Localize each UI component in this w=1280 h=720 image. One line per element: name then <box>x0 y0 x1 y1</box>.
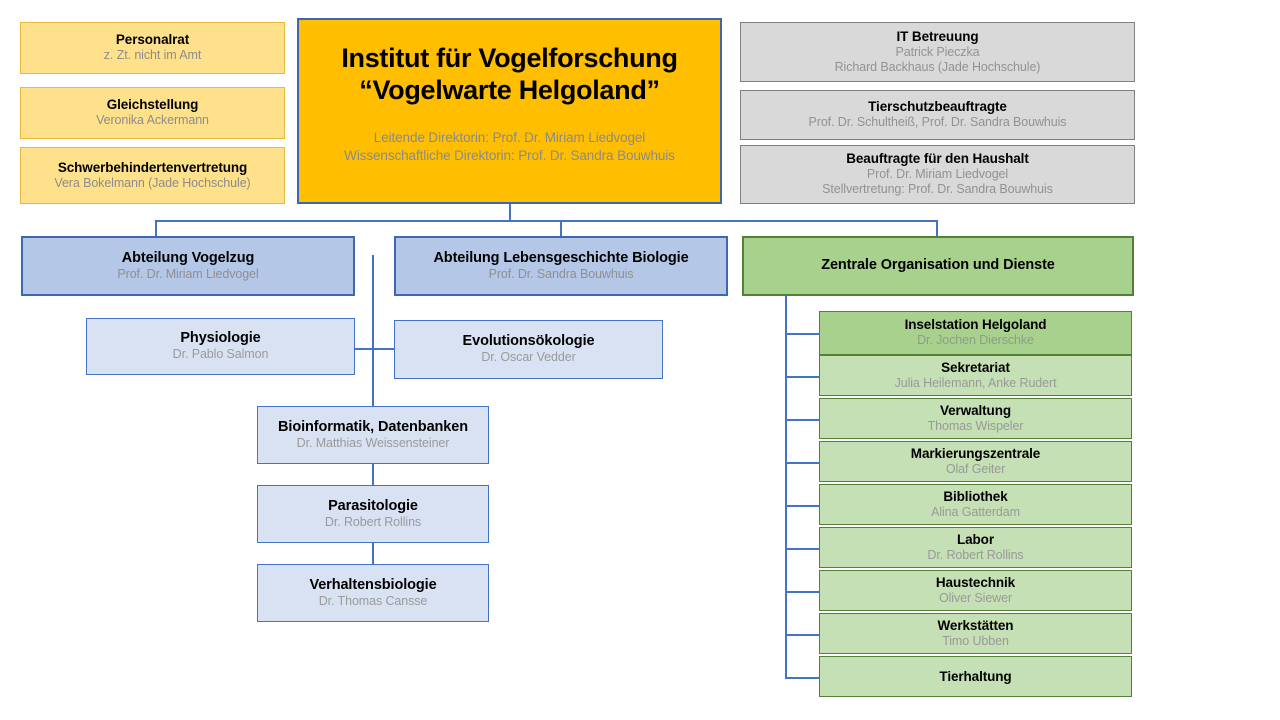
node-subtitle: Patrick Pieczka <box>895 44 980 59</box>
node-subtitle: Prof. Dr. Schultheiß, Prof. Dr. Sandra B… <box>808 115 1067 130</box>
node-title: Beauftragte für den Haushalt <box>846 151 1029 167</box>
connector-drop-lebensgeschichte <box>560 220 562 237</box>
node-title: Parasitologie <box>328 497 418 514</box>
root-subtitle-line2: Wissenschaftliche Direktorin: Prof. Dr. … <box>344 148 675 163</box>
node-subtitle: Olaf Geiter <box>945 461 1006 476</box>
node-werkstaetten[interactable]: Werkstätten Timo Ubben <box>819 613 1132 654</box>
connector-stub-evolutionsoekologie <box>372 348 394 350</box>
node-subtitle: Timo Ubben <box>942 633 1009 648</box>
node-physiologie[interactable]: Physiologie Dr. Pablo Salmon <box>86 318 355 375</box>
node-evolutionsoekologie[interactable]: Evolutionsökologie Dr. Oscar Vedder <box>394 320 663 379</box>
node-subtitle: Dr. Thomas Cansse <box>318 593 428 608</box>
node-title: Personalrat <box>115 32 190 48</box>
node-it-betreuung[interactable]: IT Betreuung Patrick Pieczka Richard Bac… <box>740 22 1135 82</box>
node-title: Abteilung Lebensgeschichte Biologie <box>433 249 689 266</box>
node-gleichstellung[interactable]: Gleichstellung Veronika Ackermann <box>20 87 285 139</box>
node-haustechnik[interactable]: Haustechnik Oliver Siewer <box>819 570 1132 611</box>
node-parasitologie[interactable]: Parasitologie Dr. Robert Rollins <box>257 485 489 543</box>
node-subtitle: Prof. Dr. Miriam Liedvogel <box>866 167 1009 182</box>
node-inselstation-helgoland[interactable]: Inselstation Helgoland Dr. Jochen Diersc… <box>819 311 1132 355</box>
node-title: Sekretariat <box>941 359 1010 375</box>
connector-stub-inselstation <box>785 333 820 335</box>
node-subtitle: z. Zt. nicht im Amt <box>103 48 202 63</box>
node-subtitle: Prof. Dr. Miriam Liedvogel <box>117 266 259 281</box>
node-subtitle: Veronika Ackermann <box>96 113 209 128</box>
connector-stub-markierungszentrale <box>785 462 820 464</box>
node-bibliothek[interactable]: Bibliothek Alina Gatterdam <box>819 484 1132 525</box>
node-title: Inselstation Helgoland <box>904 317 1047 333</box>
node-subtitle: Dr. Matthias Weissensteiner <box>296 435 450 450</box>
node-sekretariat[interactable]: Sekretariat Julia Heilemann, Anke Rudert <box>819 355 1132 396</box>
connector-stub-verwaltung <box>785 419 820 421</box>
node-subtitle-2: Richard Backhaus (Jade Hochschule) <box>834 59 1041 74</box>
node-title: Verwaltung <box>939 402 1011 418</box>
node-subtitle: Dr. Robert Rollins <box>324 514 422 529</box>
node-title: Physiologie <box>180 330 261 347</box>
node-tierschutzbeauftragte[interactable]: Tierschutzbeauftragte Prof. Dr. Schulthe… <box>740 90 1135 140</box>
node-subtitle: Dr. Pablo Salmon <box>172 347 269 362</box>
node-beauftragte-haushalt[interactable]: Beauftragte für den Haushalt Prof. Dr. M… <box>740 145 1135 204</box>
node-title: Werkstätten <box>937 617 1014 633</box>
node-abteilung-vogelzug[interactable]: Abteilung Vogelzug Prof. Dr. Miriam Lied… <box>21 236 355 296</box>
connector-stub-labor <box>785 548 820 550</box>
node-subtitle: Oliver Siewer <box>938 590 1013 605</box>
node-subtitle: Alina Gatterdam <box>931 504 1020 519</box>
node-zentrale-organisation-dienste[interactable]: Zentrale Organisation und Dienste <box>742 236 1134 296</box>
connector-stub-werkstaetten <box>785 634 820 636</box>
node-title: Zentrale Organisation und Dienste <box>821 257 1055 274</box>
node-subtitle: Dr. Oscar Vedder <box>481 350 576 365</box>
node-title: Haustechnik <box>935 574 1016 590</box>
node-title: Markierungszentrale <box>910 445 1041 461</box>
connector-root-drop <box>509 203 511 221</box>
node-title: Gleichstellung <box>106 97 199 113</box>
node-subtitle: Vera Bokelmann (Jade Hochschule) <box>54 175 251 190</box>
node-personalrat[interactable]: Personalrat z. Zt. nicht im Amt <box>20 22 285 74</box>
node-title: Tierschutzbeauftragte <box>868 99 1007 115</box>
node-labor[interactable]: Labor Dr. Robert Rollins <box>819 527 1132 568</box>
node-title: Tierhaltung <box>939 668 1012 684</box>
node-bioinformatik-datenbanken[interactable]: Bioinformatik, Datenbanken Dr. Matthias … <box>257 406 489 464</box>
node-title: Schwerbehindertenvertretung <box>57 159 248 175</box>
node-subtitle: Julia Heilemann, Anke Rudert <box>894 375 1057 390</box>
node-title: Bioinformatik, Datenbanken <box>278 418 468 435</box>
root-subtitle-line1: Leitende Direktorin: Prof. Dr. Miriam Li… <box>373 129 646 145</box>
node-institut-root[interactable]: Institut für Vogelforschung “Vogelwarte … <box>297 18 722 204</box>
node-schwerbehindertenvertretung[interactable]: Schwerbehindertenvertretung Vera Bokelma… <box>20 147 285 204</box>
root-title-line2: “Vogelwarte Helgoland” <box>359 75 660 106</box>
node-subtitle: Prof. Dr. Sandra Bouwhuis <box>488 266 634 281</box>
connector-drop-vogelzug <box>155 220 157 237</box>
connector-stub-tierhaltung <box>785 677 820 679</box>
node-tierhaltung[interactable]: Tierhaltung <box>819 656 1132 697</box>
connector-stub-haustechnik <box>785 591 820 593</box>
node-title: Labor <box>956 531 994 547</box>
node-title: Verhaltensbiologie <box>309 576 437 593</box>
node-title: Evolutionsökologie <box>462 333 595 350</box>
node-subtitle: Dr. Robert Rollins <box>927 547 1024 562</box>
node-markierungszentrale[interactable]: Markierungszentrale Olaf Geiter <box>819 441 1132 482</box>
node-title: Bibliothek <box>943 488 1008 504</box>
node-subtitle: Thomas Wispeler <box>927 418 1024 433</box>
node-abteilung-lebensgeschichte-biologie[interactable]: Abteilung Lebensgeschichte Biologie Prof… <box>394 236 728 296</box>
connector-stub-sekretariat <box>785 376 820 378</box>
connector-stub-physiologie <box>355 348 374 350</box>
connector-main-bus <box>155 220 938 222</box>
node-verwaltung[interactable]: Verwaltung Thomas Wispeler <box>819 398 1132 439</box>
connector-stub-bibliothek <box>785 505 820 507</box>
root-title-line1: Institut für Vogelforschung <box>341 43 678 73</box>
connector-drop-zentrale <box>936 220 938 237</box>
node-subtitle: Dr. Jochen Dierschke <box>917 333 1034 348</box>
node-subtitle-2: Stellvertretung: Prof. Dr. Sandra Bouwhu… <box>822 182 1053 197</box>
node-title: IT Betreuung <box>896 28 979 44</box>
node-title: Abteilung Vogelzug <box>121 249 255 266</box>
node-verhaltensbiologie[interactable]: Verhaltensbiologie Dr. Thomas Cansse <box>257 564 489 622</box>
connector-green-spine <box>785 296 787 678</box>
